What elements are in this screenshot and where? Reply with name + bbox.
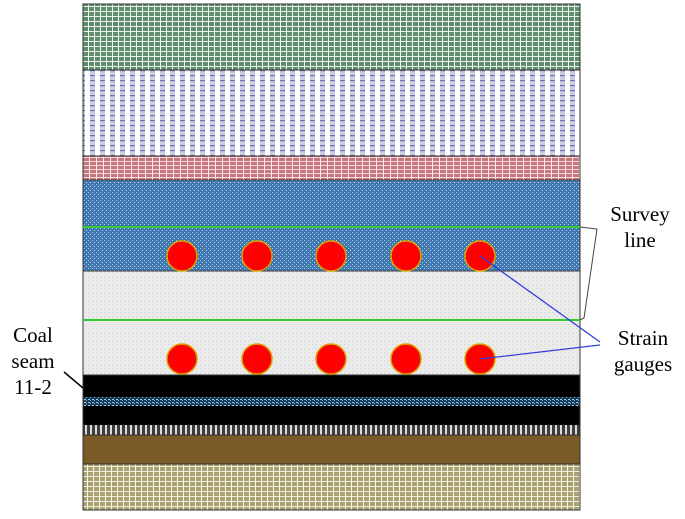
layer-olive-floor [83, 464, 580, 510]
layer-green-sandstone [83, 4, 580, 70]
survey-line-label-line2: line [624, 228, 656, 252]
survey-line-label-line1: Survey [610, 202, 670, 226]
strain-gauge [315, 240, 347, 272]
layer-blue-mudstone [83, 70, 580, 156]
layer-coal-parting [83, 397, 580, 406]
strain-gauge [241, 240, 273, 272]
coal-seam-label-line3: 11-2 [14, 375, 52, 399]
strain-gauge [315, 343, 347, 375]
gauge-row-upper [166, 240, 496, 272]
layer-brown [83, 435, 580, 464]
layer-hatch-band [83, 425, 580, 435]
strain-gauges-label-line1: Strain [617, 326, 669, 350]
gauge-row-lower [166, 343, 496, 375]
coal-seam-label-line1: Coal [13, 323, 53, 347]
strain-gauges-label: Strain gauges [603, 325, 683, 377]
strain-gauge-leader-upper [479, 255, 601, 343]
coal-seam-leader [63, 371, 84, 389]
strain-gauges-label-line2: gauges [613, 352, 673, 376]
strain-gauge [166, 343, 198, 375]
survey-line-label: Survey line [600, 201, 680, 253]
strain-gauge [166, 240, 198, 272]
layer-red-siltstone [83, 156, 580, 180]
strain-gauge [390, 343, 422, 375]
strain-gauge [241, 343, 273, 375]
strain-gauge-leader-lower [479, 344, 601, 360]
strain-gauge [390, 240, 422, 272]
coal-seam-label-line2: seam [11, 349, 55, 373]
survey-line-bracket [579, 226, 598, 321]
coal-seam-label: Coal seam 11-2 [3, 322, 63, 400]
